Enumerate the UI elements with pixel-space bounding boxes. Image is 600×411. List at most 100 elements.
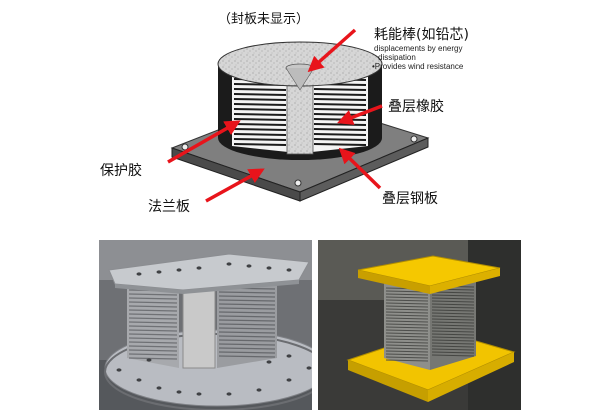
layer-stripe	[313, 133, 367, 136]
layer-stripe	[128, 349, 178, 352]
layer-stripe	[233, 113, 287, 116]
bolt-hole	[136, 378, 142, 382]
layer-stripe	[128, 297, 178, 300]
layer-stripe	[128, 341, 178, 344]
cover-label: 保护胶	[100, 163, 142, 179]
layer-stripe	[233, 118, 287, 121]
bolt-hole	[226, 262, 232, 266]
bolt-hole	[196, 266, 202, 270]
layer-stripe	[218, 311, 276, 314]
layer-stripe	[233, 103, 287, 106]
layer-stripe	[385, 308, 429, 311]
core-desc-line-1: displacements by energy	[374, 44, 463, 53]
bolt-hole	[181, 143, 189, 151]
annotation-arrows	[167, 28, 383, 203]
layer-stripe	[313, 123, 367, 126]
layer-stripe	[218, 307, 276, 310]
layer-stripe	[313, 88, 367, 91]
bolt-hole	[306, 366, 312, 370]
layer-stripe	[431, 351, 475, 354]
layer-stripe	[128, 313, 178, 316]
arrow-flange	[205, 168, 265, 203]
layer-stripe	[385, 296, 429, 299]
bolt-hole	[266, 360, 272, 364]
layer-stripe	[128, 353, 178, 356]
core-label: 耗能棒(如铅芯)	[374, 27, 469, 43]
layer-stripe	[431, 345, 475, 348]
layer-stripe	[233, 123, 287, 126]
photo-lead-bearing-cutaway	[99, 240, 312, 410]
layer-stripe	[431, 333, 475, 336]
layer-stripe	[385, 311, 429, 314]
layer-stripe	[431, 312, 475, 315]
layer-stripe	[218, 343, 276, 346]
layer-stripe	[233, 128, 287, 131]
layer-stripe	[431, 306, 475, 309]
bolt-hole	[176, 390, 182, 394]
bolt-hole	[156, 386, 162, 390]
layer-stripe	[128, 301, 178, 304]
layer-stripe	[218, 291, 276, 294]
layer-stripe	[233, 143, 287, 146]
photo-left-lead-core	[182, 283, 216, 369]
bearing-diagram	[167, 28, 430, 203]
layer-stripe	[128, 329, 178, 332]
layer-stripe	[385, 305, 429, 308]
layer-stripe	[385, 293, 429, 296]
arrow-core	[307, 28, 357, 73]
layer-stripe	[431, 291, 475, 294]
layer-stripe	[431, 294, 475, 297]
bolt-hole	[136, 272, 142, 276]
bolt-hole	[286, 378, 292, 382]
layer-stripe	[313, 138, 367, 141]
layer-stripe	[128, 317, 178, 320]
layer-stripe	[431, 300, 475, 303]
layer-stripe	[313, 143, 367, 146]
layer-stripe	[385, 317, 429, 320]
bolt-hole	[286, 354, 292, 358]
layer-stripe	[128, 333, 178, 336]
photo-left-holes	[116, 262, 312, 396]
layer-stripe	[385, 326, 429, 329]
bolt-hole	[116, 368, 122, 372]
arrow-rubber	[337, 104, 383, 125]
arrow-cover	[167, 120, 241, 164]
layer-stripe	[218, 303, 276, 306]
layer-stripe	[385, 323, 429, 326]
layer-stripe	[385, 329, 429, 332]
layer-stripe	[128, 309, 178, 312]
bolt-hole	[410, 135, 418, 143]
layer-stripe	[385, 347, 429, 350]
layer-stripe	[233, 93, 287, 96]
bolt-hole	[196, 392, 202, 396]
layer-stripe	[313, 128, 367, 131]
layer-stripe	[385, 341, 429, 344]
layer-stripe	[218, 319, 276, 322]
layer-stripe	[431, 321, 475, 324]
photo-right-illustration	[318, 240, 521, 410]
bolt-hole	[286, 268, 292, 272]
layer-stripe	[233, 88, 287, 91]
bolt-hole	[246, 264, 252, 268]
layer-stripe	[313, 93, 367, 96]
bolt-hole	[226, 392, 232, 396]
bolt-hole	[256, 388, 262, 392]
layer-stripe	[128, 345, 178, 348]
bolt-hole	[294, 179, 302, 187]
layer-stripe	[431, 327, 475, 330]
layer-stripe	[431, 339, 475, 342]
layer-stripe	[385, 359, 429, 362]
layer-stripe	[431, 297, 475, 300]
layer-stripe	[218, 295, 276, 298]
layer-stripe	[233, 133, 287, 136]
layer-stripe	[385, 335, 429, 338]
layer-stripe	[128, 337, 178, 340]
layer-stripe	[431, 324, 475, 327]
layer-stripe	[218, 355, 276, 358]
layer-stripe	[233, 108, 287, 111]
layer-stripe	[431, 303, 475, 306]
layer-stripe	[385, 338, 429, 341]
layer-stripe	[431, 309, 475, 312]
layer-stripe	[431, 354, 475, 357]
layer-stripe	[218, 327, 276, 330]
